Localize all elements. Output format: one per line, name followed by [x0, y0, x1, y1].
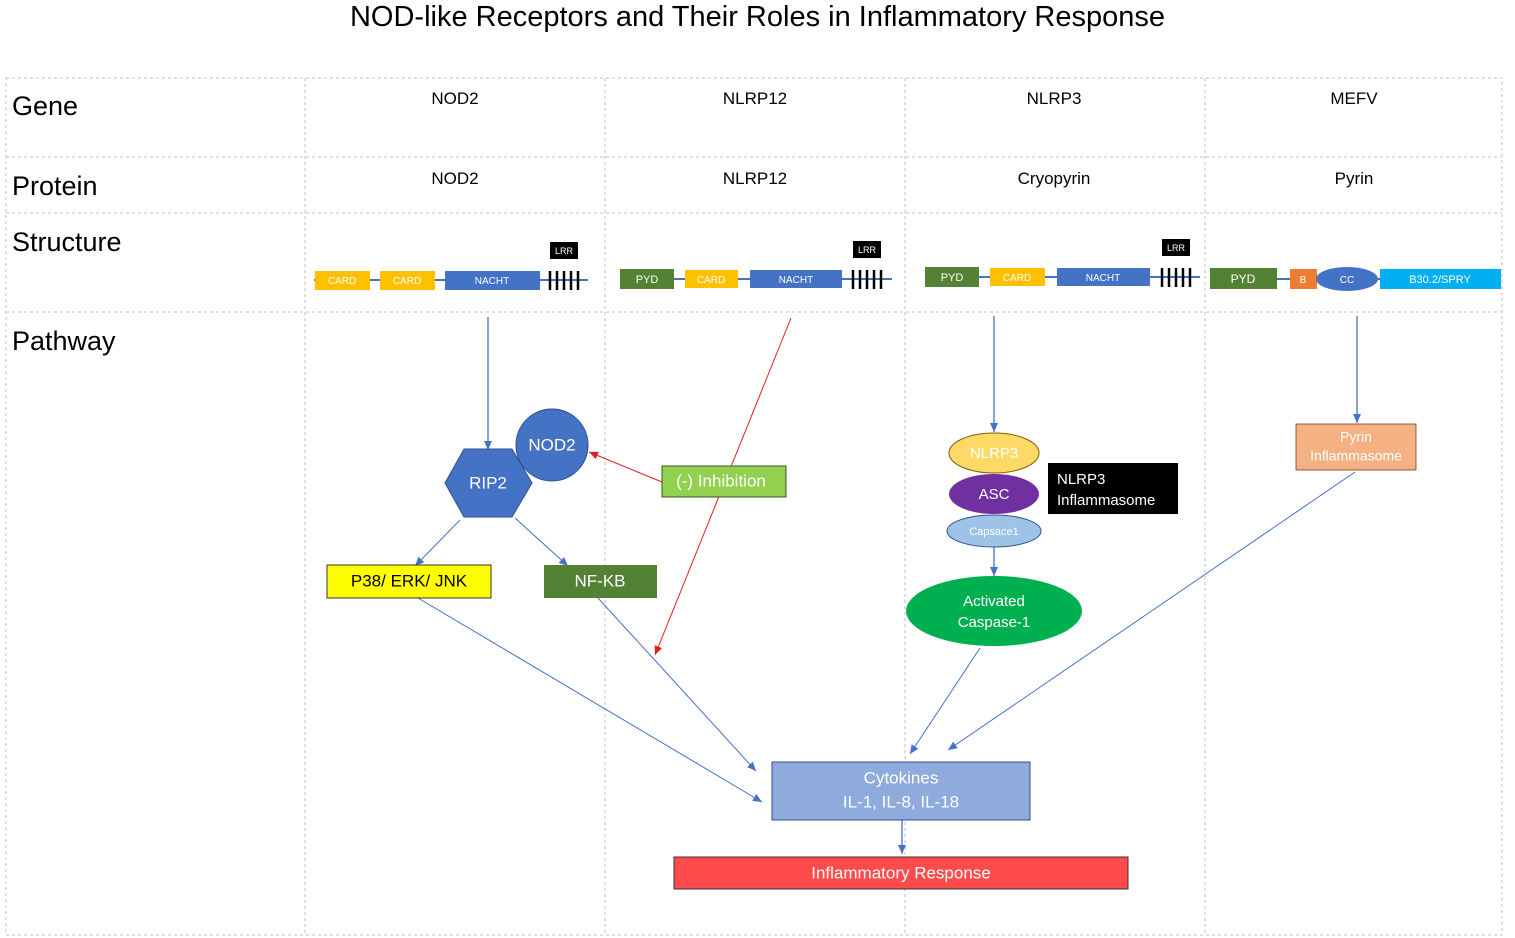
nod2-node-label: NOD2 — [528, 435, 575, 454]
cytokines-node: Cytokines IL-1, IL-8, IL-18 — [771, 761, 1031, 821]
activated-line1: Activated — [963, 593, 1025, 610]
row-label-pathway: Pathway — [12, 326, 116, 356]
mefv-b-label: B — [1300, 275, 1307, 286]
nfkb-label: NF-KB — [575, 571, 626, 590]
row-label-protein: Protein — [12, 171, 98, 201]
pyrin-line1: Pyrin — [1340, 429, 1372, 445]
p38-node: P38/ ERK/ JNK — [326, 564, 492, 599]
nlrp3-card-label: CARD — [1003, 273, 1031, 284]
structure-nlrp12: PYD CARD NACHT LRR — [620, 241, 892, 289]
inhibition-node: (-) Inhibition — [661, 465, 787, 498]
inflammasome-line1: NLRP3 — [1057, 471, 1105, 488]
gene-nod2: NOD2 — [431, 89, 478, 108]
asc-label: ASC — [979, 486, 1010, 503]
pyrin-inflammasome-node: Pyrin Inflammasome — [1295, 423, 1417, 471]
nlrp3-inflammasome-label-box: NLRP3 Inflammasome — [1048, 463, 1178, 514]
gene-mefv: MEFV — [1330, 89, 1378, 108]
protein-nlrp12: NLRP12 — [723, 169, 787, 188]
activated-line2: Caspase-1 — [958, 614, 1031, 631]
inflammatory-response-node: Inflammatory Response — [673, 856, 1129, 890]
protein-pyrin: Pyrin — [1335, 169, 1374, 188]
mefv-cc-label: CC — [1340, 275, 1354, 286]
p38-label: P38/ ERK/ JNK — [351, 571, 468, 590]
pyrin-line2: Inflammasome — [1310, 448, 1402, 464]
table-grid — [5, 77, 1503, 936]
nfkb-node: NF-KB — [544, 565, 657, 598]
row-label-structure: Structure — [12, 227, 122, 257]
nlrp12-card-label: CARD — [697, 275, 725, 286]
mefv-pyd-label: PYD — [1231, 272, 1256, 286]
nod2-card2-label: CARD — [393, 276, 421, 287]
rip2-label: RIP2 — [469, 473, 507, 492]
inhibition-label: (-) Inhibition — [676, 471, 766, 490]
diagram-title: NOD-like Receptors and Their Roles in In… — [349, 1, 1166, 33]
nod2-node: NOD2 — [515, 408, 589, 482]
nlrp12-lrr-label: LRR — [858, 245, 877, 255]
gene-nlrp3: NLRP3 — [1027, 89, 1082, 108]
cytokines-line2: IL-1, IL-8, IL-18 — [843, 792, 959, 811]
nlrp12-pyd-label: PYD — [636, 274, 659, 286]
structure-nlrp3: PYD CARD NACHT LRR — [925, 239, 1200, 287]
structure-nod2: CARD CARD NACHT LRR — [314, 242, 588, 290]
nlrp12-nacht-label: NACHT — [779, 275, 813, 286]
gene-nlrp12: NLRP12 — [723, 89, 787, 108]
mefv-spry-label: B30.2/SPRY — [1409, 274, 1471, 286]
protein-nod2: NOD2 — [431, 169, 478, 188]
asc-node: ASC — [949, 474, 1039, 514]
inflammasome-line2: Inflammasome — [1057, 492, 1155, 509]
rip2-node: RIP2 — [444, 448, 533, 518]
nlrp3-nacht-label: NACHT — [1086, 273, 1120, 284]
nod2-lrr-label: LRR — [555, 246, 574, 256]
nod2-card1-label: CARD — [328, 276, 356, 287]
cytokines-line1: Cytokines — [864, 768, 939, 787]
nlrp3-node-label: NLRP3 — [970, 445, 1018, 462]
nlrp3-pyd-label: PYD — [941, 272, 964, 284]
activated-caspase1-node: Activated Caspase-1 — [906, 576, 1082, 646]
caspase1-label: Capsace1 — [969, 526, 1019, 538]
nod2-nacht-label: NACHT — [475, 276, 509, 287]
nlrp3-lrr-label: LRR — [1167, 243, 1186, 253]
nlrp3-node: NLRP3 — [948, 432, 1040, 474]
inflammatory-label: Inflammatory Response — [811, 863, 991, 882]
caspase1-node: Capsace1 — [946, 514, 1042, 548]
row-label-gene: Gene — [12, 91, 78, 121]
protein-cryopyrin: Cryopyrin — [1018, 169, 1091, 188]
structure-mefv: PYD B CC B30.2/SPRY — [1210, 267, 1501, 291]
